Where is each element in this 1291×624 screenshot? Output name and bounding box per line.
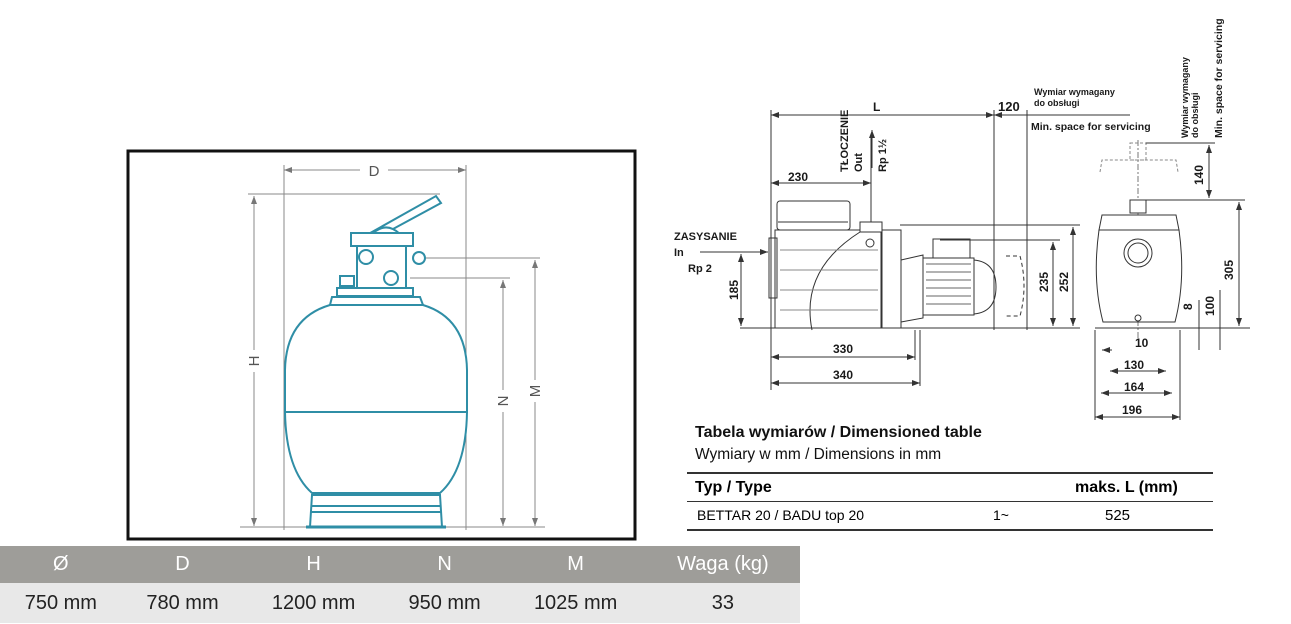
dim-100: 100 [1203,296,1217,316]
dim-label-M: M [527,385,544,398]
pump-front-drawing [1094,140,1250,420]
inlet-label-pl: ZASYSANIE [674,231,737,243]
col-type: Typ / Type [695,479,772,496]
dim-196: 196 [1122,403,1142,417]
filter-spec-header: Ø D H N M Waga (kg) [0,546,800,583]
front-service-note-pl: Wymiar wymagany [1180,57,1190,138]
dimension-table-title: Tabela wymiarów / Dimensioned table [695,424,982,441]
value-weight: 33 [645,583,800,623]
service-note-pl: Wymiar wymagany [1034,87,1115,97]
filter-drawing: D H N M [126,149,637,541]
dim-130: 130 [1124,358,1144,372]
header-diameter: Ø [0,546,122,583]
value-H: 1200 mm [243,583,384,623]
row-type: BETTAR 20 / BADU top 20 [697,507,865,523]
dim-185: 185 [727,280,741,300]
sand-filter-icon [284,194,468,529]
outlet-label-pl: TŁOCZENIE [839,110,851,172]
header-M: M [505,546,646,583]
header-D: D [121,546,244,583]
dim-252: 252 [1057,272,1071,292]
dim-140: 140 [1192,165,1206,185]
row-phase: 1~ [993,507,1009,523]
filter-spec-table: Ø D H N M Waga (kg) 750 mm 780 mm 1200 m… [0,546,800,623]
outlet-label-en: Out [853,153,865,172]
service-note-pl-2: do obsługi [1034,98,1080,108]
inlet-thread: Rp 2 [688,263,712,275]
pump-dimension-table: Tabela wymiarów / Dimensioned table Wymi… [687,424,1213,531]
inlet-label-en: In [674,247,684,259]
dim-330: 330 [833,342,853,356]
value-diameter: 750 mm [0,583,122,623]
dim-8: 8 [1181,303,1195,310]
front-service-note-pl-2: do obsługi [1190,93,1200,139]
row-max-l: 525 [1105,507,1131,524]
header-weight: Waga (kg) [645,546,800,583]
filter-frame [126,149,637,541]
dim-340: 340 [833,368,853,382]
filter-spec-row: 750 mm 780 mm 1200 mm 950 mm 1025 mm 33 [0,583,800,623]
dimension-table-subtitle: Wymiary w mm / Dimensions in mm [695,446,942,463]
dim-235: 235 [1037,272,1051,292]
header-H: H [243,546,384,583]
outlet-thread: Rp 1½ [877,139,889,172]
dim-label-D: D [369,163,380,180]
dimension-table-header: Typ / Type maks. L (mm) [687,472,1213,502]
dim-305: 305 [1222,260,1236,280]
dim-10: 10 [1135,336,1149,350]
pump-drawing [700,110,1130,390]
value-M: 1025 mm [505,583,646,623]
dim-230: 230 [788,170,808,184]
value-D: 780 mm [121,583,244,623]
dim-164: 164 [1124,380,1144,394]
service-note-en: Min. space for servicing [1031,121,1151,133]
col-max-l: maks. L (mm) [1075,479,1178,496]
dim-120: 120 [998,99,1020,114]
dim-label-N: N [495,396,512,407]
header-N: N [383,546,506,583]
dim-L: L [873,100,880,114]
front-service-note-en: Min. space for servicing [1213,18,1225,138]
value-N: 950 mm [383,583,506,623]
table-row: BETTAR 20 / BADU top 20 1~ 525 [687,502,1213,531]
dim-label-H: H [246,356,263,367]
